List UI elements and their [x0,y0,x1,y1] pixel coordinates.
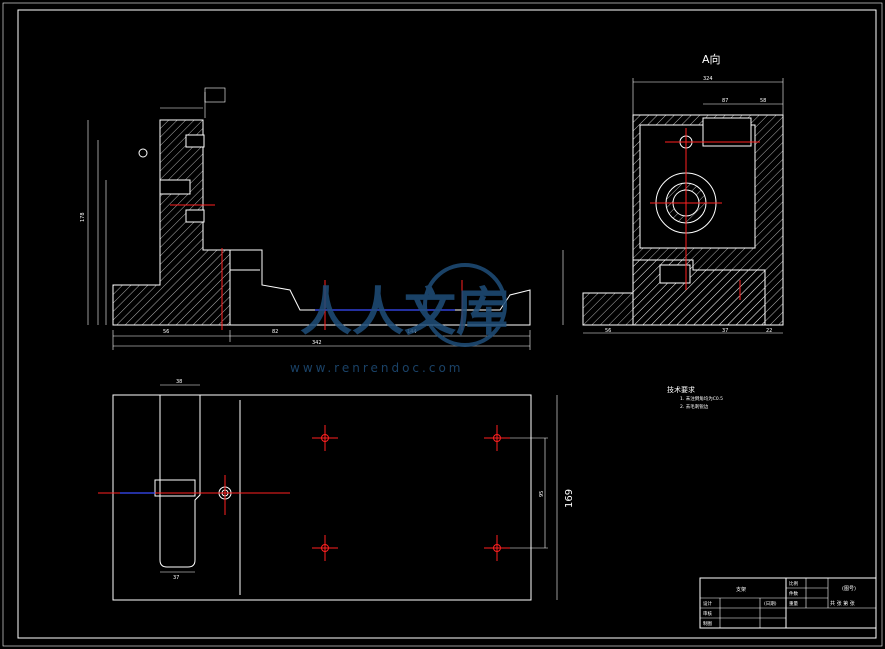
bolt-holes [312,425,510,561]
front-view [87,87,531,350]
tb-scale: 比例 [789,580,798,587]
tech-req-item-2: 2. 去毛刺锐边 [680,403,709,410]
dim-front-height: 178 [80,212,86,222]
dim-plan-height: 169 [564,489,575,508]
tb-design: 设计 [703,600,712,607]
dim-side-top: 324 [703,76,713,82]
dim-front-bottom-1: 56 [163,329,169,335]
dim-plan-top: 38 [176,379,182,385]
dim-plan-side: 95 [539,491,545,497]
title-block [699,577,877,629]
plan-view [98,384,558,601]
tb-name: 支架 [736,586,746,593]
tb-drawing-no: (图号) [842,586,856,592]
inner-frame [17,9,877,639]
dim-front-total: 342 [312,340,322,346]
tb-qty: 件数 [789,590,798,597]
tb-check: 审核 [703,610,712,617]
dim-side-bottom-2: 37 [722,328,728,334]
dim-front-bottom-2: 82 [272,329,278,335]
side-view [562,78,784,334]
dim-side-bottom-1: 56 [605,328,611,334]
dim-plan-bottom: 37 [173,575,179,581]
dim-side-sub-2: 58 [760,98,766,104]
dim-side-bottom-3: 22 [766,328,772,334]
tech-req-title: 技术要求 [667,385,695,394]
view-label: A向 [702,52,721,66]
tb-weight: 重量 [789,600,798,607]
tb-drawn: 制图 [703,620,712,627]
tb-sheets: 共 张 第 张 [830,600,855,607]
watermark: 人人文库 www.renrendoc.com [290,263,508,375]
dim-side-sub-1: 87 [722,98,728,104]
tb-date: (日期) [764,601,777,607]
dim-front-bottom-3: 144 [407,329,417,335]
watermark-brand: 人人文库 [300,283,508,343]
watermark-url: www.renrendoc.com [290,361,463,375]
tech-req-item-1: 1. 未注倒角均为C0.5 [680,395,723,402]
